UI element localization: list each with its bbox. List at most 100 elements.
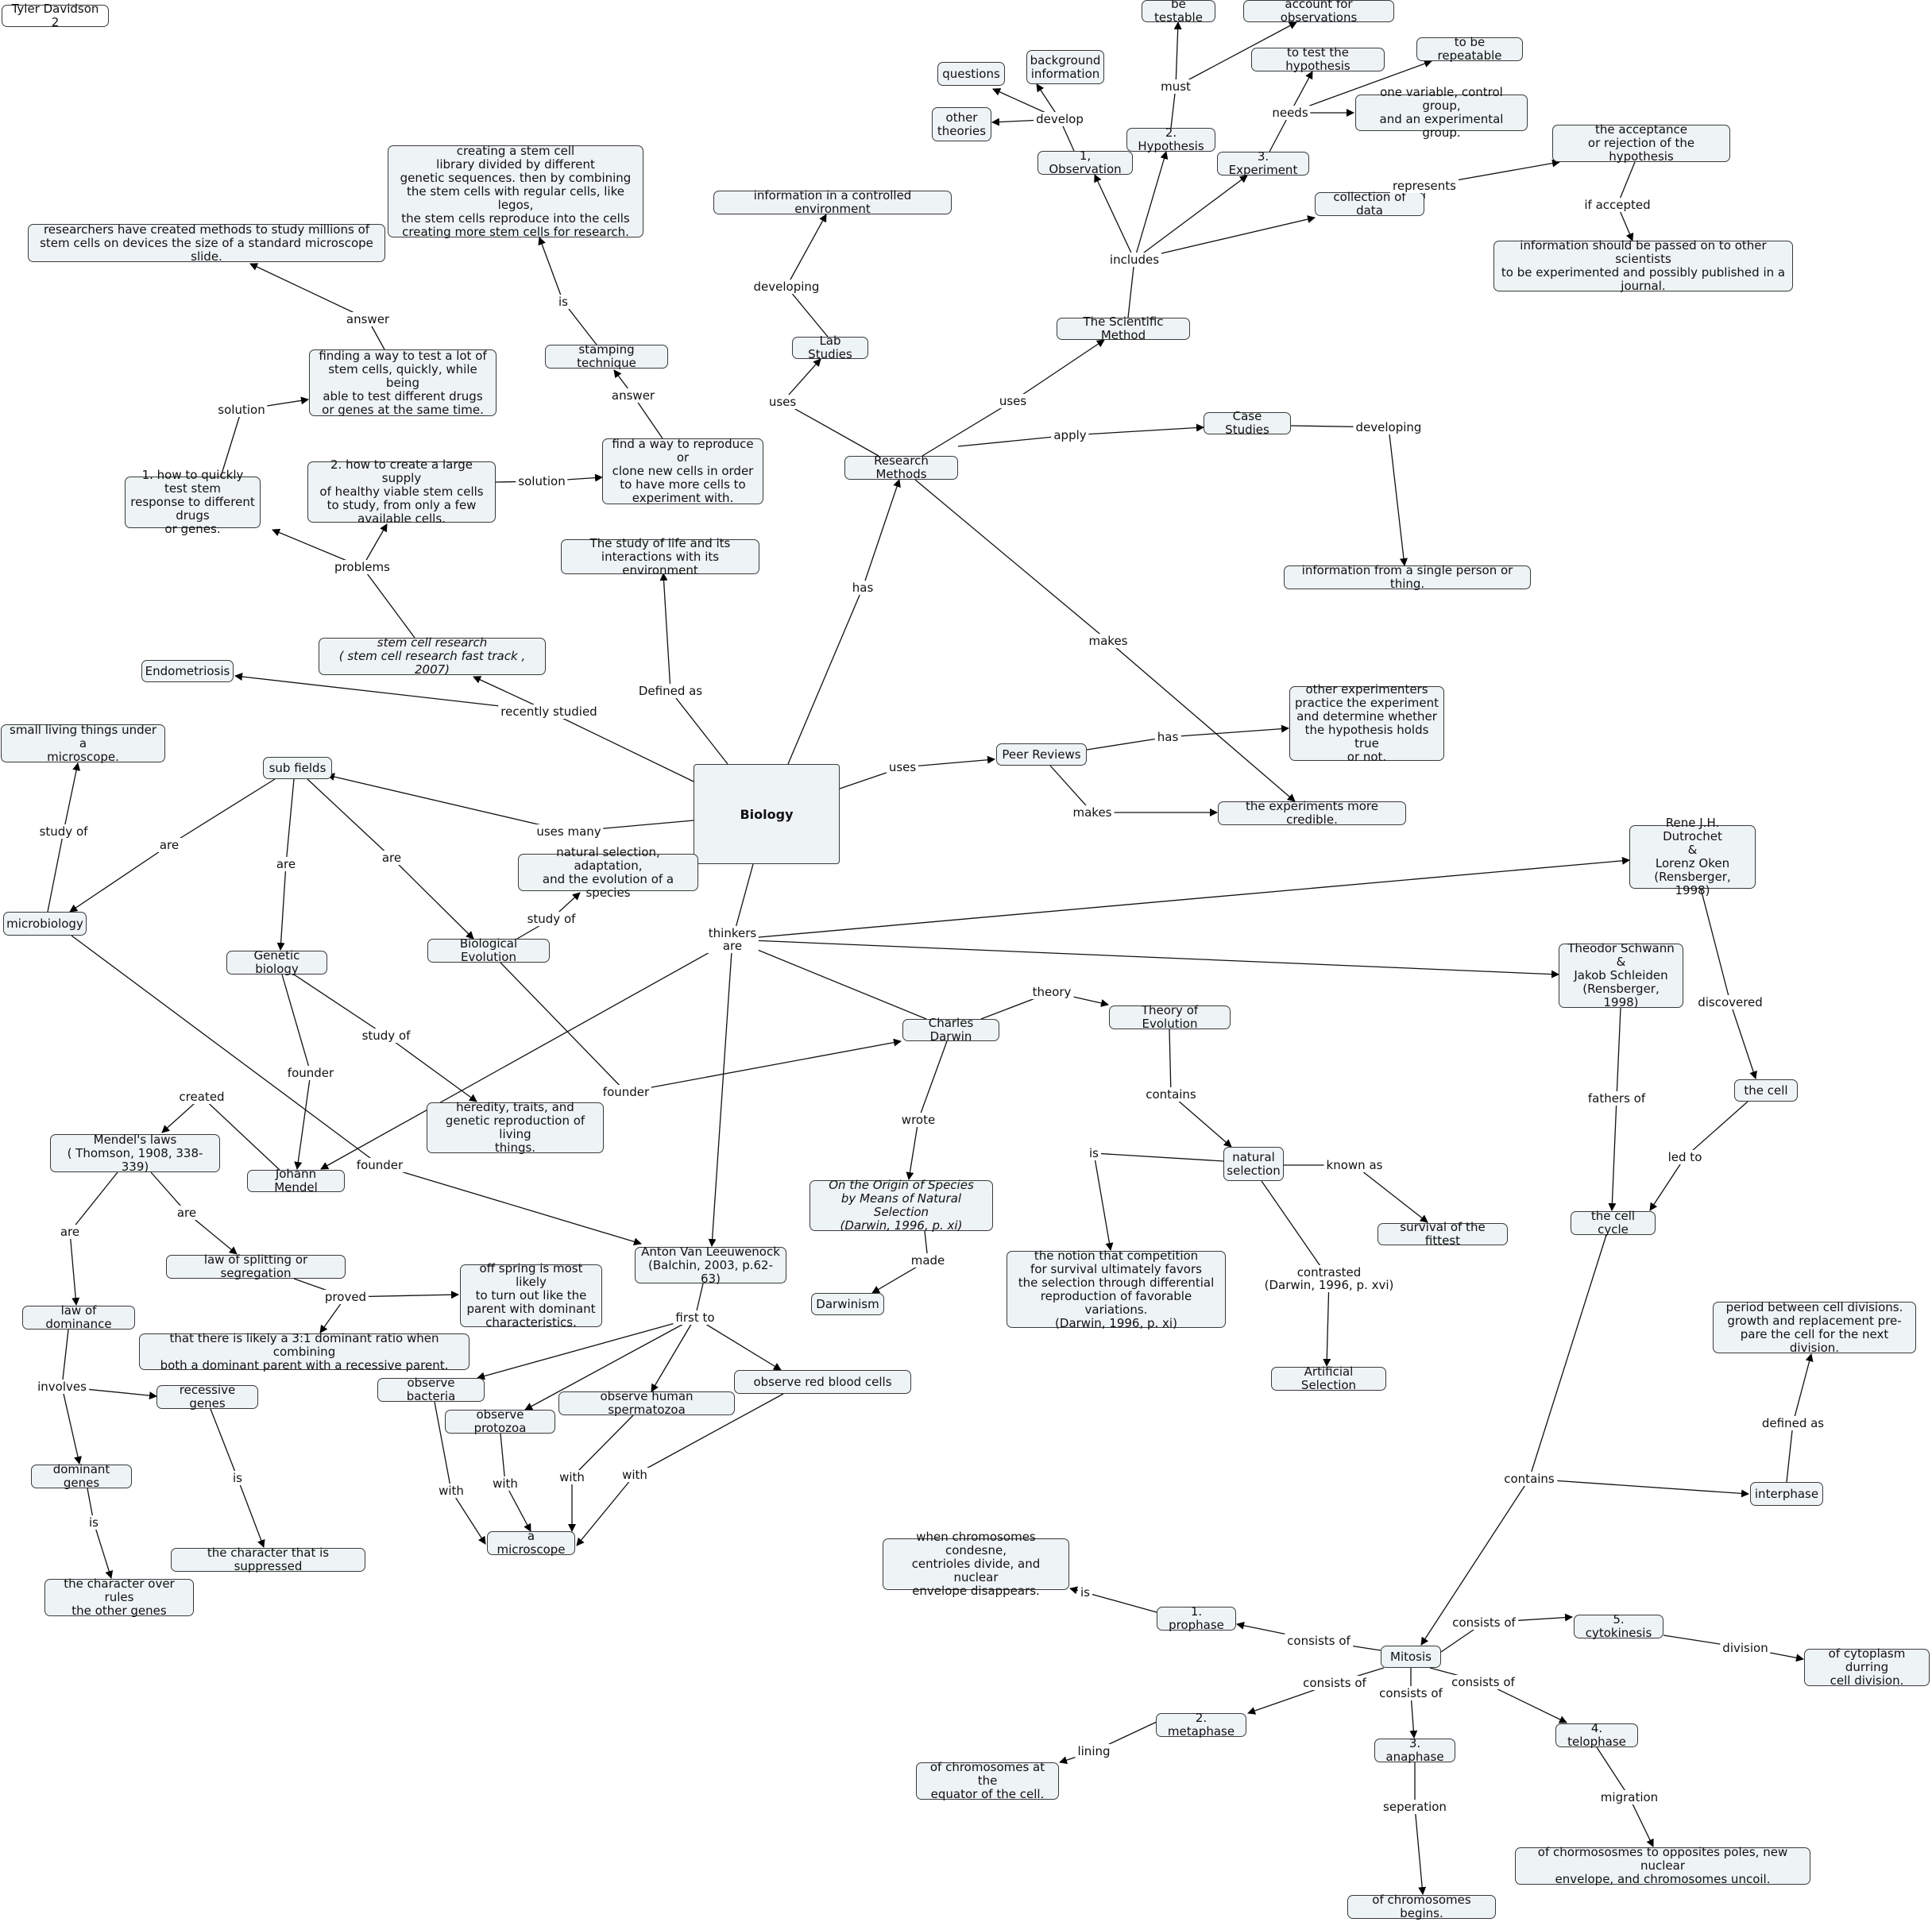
node-artificial-selection[interactable]: Artificial Selection — [1271, 1365, 1386, 1392]
node-anaphase-desc[interactable]: of chromosomes begins. — [1347, 1893, 1496, 1920]
node-lab-studies[interactable]: Lab Studies — [792, 334, 868, 361]
connector-line — [220, 409, 242, 477]
node-character-over[interactable]: the character over rules the other genes — [44, 1577, 194, 1618]
node-one-variable[interactable]: one variable, control group, and an expe… — [1355, 86, 1528, 140]
node-origin-species[interactable]: On the Origin of Species by Means of Nat… — [810, 1179, 993, 1233]
connector-line — [93, 1522, 114, 1579]
node-anaphase[interactable]: 3. anaphase — [1374, 1737, 1455, 1764]
node-cytokinesis[interactable]: 5. cytokinesis — [1574, 1613, 1663, 1640]
node-natural-selection[interactable]: natural selection — [1223, 1147, 1284, 1181]
connector-line — [450, 1490, 486, 1545]
node-endometriosis[interactable]: Endometriosis — [141, 660, 234, 682]
node-sub-fields[interactable]: sub fields — [263, 757, 332, 779]
node-hypothesis[interactable]: 2. Hypothesis — [1126, 126, 1215, 153]
node-problem2[interactable]: 2. how to create a large supply of healt… — [307, 458, 496, 526]
node-metaphase[interactable]: 2. metaphase — [1156, 1712, 1246, 1739]
node-experiment[interactable]: 3. Experiment — [1217, 150, 1309, 177]
node-stem-cell-research[interactable]: stem cell research ( stem cell research … — [319, 636, 546, 677]
node-problem1[interactable]: 1. how to quickly test stem response to … — [125, 469, 261, 536]
node-natural-selection-adapt[interactable]: natural selection, adaptation, and the e… — [518, 845, 698, 899]
link-label-with-rbc: with — [620, 1468, 650, 1482]
node-telophase[interactable]: 4. telophase — [1555, 1722, 1638, 1749]
node-collection-data[interactable]: collection of data — [1315, 191, 1424, 218]
node-prophase-desc[interactable]: when chromosomes condesne, centrioles di… — [883, 1530, 1069, 1598]
connector-line — [548, 711, 694, 782]
node-account-obs[interactable]: account for observations — [1243, 0, 1394, 25]
node-research-methods[interactable]: Research Methods — [844, 454, 958, 481]
connector-line — [1167, 724, 1289, 738]
node-darwinism[interactable]: Darwinism — [811, 1293, 884, 1315]
node-other-theories[interactable]: other theories — [932, 107, 991, 141]
node-peer-reviews[interactable]: Peer Reviews — [996, 743, 1087, 766]
node-observe-rbc[interactable]: observe red blood cells — [734, 1370, 911, 1394]
node-rene[interactable]: Rene J.H. Dutrochet & Lorenz Oken (Rensb… — [1629, 816, 1756, 897]
node-genetic-biology[interactable]: Genetic biology — [226, 949, 327, 976]
node-cytokinesis-desc[interactable]: of cytoplasm durring cell division. — [1804, 1647, 1930, 1688]
node-observe-sperm[interactable]: observe human spermatozoa — [558, 1390, 735, 1417]
node-observe-bacteria[interactable]: observe bacteria — [377, 1376, 485, 1403]
node-ratio[interactable]: that there is likely a 3:1 dominant rati… — [139, 1331, 469, 1372]
node-metaphase-desc[interactable]: of chromosomes at the equator of the cel… — [916, 1761, 1059, 1801]
link-label-are-micro: are — [156, 838, 182, 852]
node-suppressed[interactable]: the character that is suppressed — [171, 1546, 365, 1573]
node-the-cell[interactable]: the cell — [1734, 1079, 1798, 1102]
node-biological-evolution[interactable]: Biological Evolution — [427, 937, 550, 964]
node-biology[interactable]: Biology — [694, 764, 840, 864]
node-background-info[interactable]: background information — [1026, 50, 1104, 84]
node-reproduce-clone[interactable]: find a way to reproduce or clone new cel… — [602, 438, 763, 505]
node-stem-library[interactable]: creating a stem cell library divided by … — [388, 144, 643, 238]
node-telophase-desc[interactable]: of chormososmes to opposites poles, new … — [1515, 1846, 1810, 1886]
node-other-experimenters[interactable]: other experimenters practice the experim… — [1289, 683, 1444, 764]
node-controlled-env[interactable]: information in a controlled environment — [713, 189, 952, 216]
node-microbiology[interactable]: microbiology — [3, 912, 87, 936]
node-interphase[interactable]: interphase — [1750, 1482, 1823, 1506]
node-offspring[interactable]: off spring is most likely to turn out li… — [460, 1262, 602, 1330]
connector-line — [61, 1386, 82, 1465]
node-microscope[interactable]: a microscope — [487, 1530, 575, 1557]
node-charles-darwin[interactable]: Charles Darwin — [902, 1017, 999, 1044]
node-acceptance[interactable]: the acceptance or rejection of the hypot… — [1552, 123, 1730, 164]
connector-line — [63, 762, 81, 832]
node-observe-protozoa[interactable]: observe protozoa — [445, 1408, 555, 1435]
node-recessive-genes[interactable]: recessive genes — [156, 1384, 258, 1411]
node-mitosis[interactable]: Mitosis — [1381, 1646, 1441, 1668]
node-be-testable[interactable]: be testable — [1142, 0, 1215, 25]
node-cell-cycle[interactable]: the cell cycle — [1571, 1210, 1656, 1237]
connector-line — [1134, 151, 1169, 261]
link-label-contrasted: contrasted (Darwin, 1996, p. xvi) — [1262, 1265, 1397, 1292]
node-prophase[interactable]: 1. prophase — [1157, 1605, 1236, 1632]
link-label-consists-prophase: consists of — [1285, 1634, 1353, 1648]
node-single-person[interactable]: information from a single person or thin… — [1284, 564, 1531, 591]
connector-line — [1261, 1180, 1330, 1279]
node-study-of-life[interactable]: The study of life and its interactions w… — [561, 536, 759, 577]
node-johann-mendel[interactable]: Johann Mendel — [247, 1167, 345, 1194]
node-small-living[interactable]: small living things under a microscope. — [1, 723, 165, 763]
node-repeatable[interactable]: to be repeatable — [1416, 36, 1523, 63]
node-law-dominance[interactable]: law of dominance — [22, 1304, 135, 1331]
node-period-between[interactable]: period between cell divisions. growth an… — [1713, 1300, 1916, 1354]
node-dominant-genes[interactable]: dominant genes — [31, 1463, 132, 1490]
node-questions[interactable]: questions — [937, 62, 1005, 86]
node-researchers-methods[interactable]: researchers have created methods to stud… — [28, 222, 385, 263]
connector-line — [562, 301, 597, 345]
node-test-hypothesis[interactable]: to test the hypothesis — [1251, 46, 1385, 73]
node-case-studies[interactable]: Case Studies — [1204, 410, 1291, 437]
node-heredity[interactable]: heredity, traits, and genetic reproducti… — [427, 1101, 604, 1155]
node-finding-way[interactable]: finding a way to test a lot of stem cell… — [309, 349, 497, 416]
node-scientific-method[interactable]: The Scientific Method — [1057, 315, 1190, 342]
node-law-splitting[interactable]: law of splitting or segregation — [166, 1253, 346, 1280]
node-theory-evolution[interactable]: Theory of Evolution — [1109, 1004, 1231, 1031]
connector-line — [708, 939, 733, 1247]
node-stamping[interactable]: stamping technique — [545, 343, 668, 370]
node-anton[interactable]: Anton Van Leeuwenock (Balchin, 2003, p.6… — [635, 1245, 786, 1285]
node-schwann[interactable]: Theodor Schwann & Jakob Schleiden (Rensb… — [1559, 942, 1683, 1009]
node-survival-fittest[interactable]: survival of the fittest — [1378, 1221, 1508, 1248]
node-notion-competition[interactable]: the notion that competition for survival… — [1007, 1249, 1226, 1330]
node-title[interactable]: Tyler Davidson 2 — [2, 2, 109, 29]
connector-line — [293, 974, 387, 1036]
node-info-passed[interactable]: information should be passed on to other… — [1493, 239, 1793, 293]
node-more-credible[interactable]: the experiments more credible. — [1218, 800, 1406, 827]
node-observation[interactable]: 1, Observation — [1037, 149, 1133, 176]
connector-line — [1134, 215, 1316, 261]
node-mendels-laws[interactable]: Mendel's laws ( Thomson, 1908, 338-339) — [50, 1133, 220, 1173]
